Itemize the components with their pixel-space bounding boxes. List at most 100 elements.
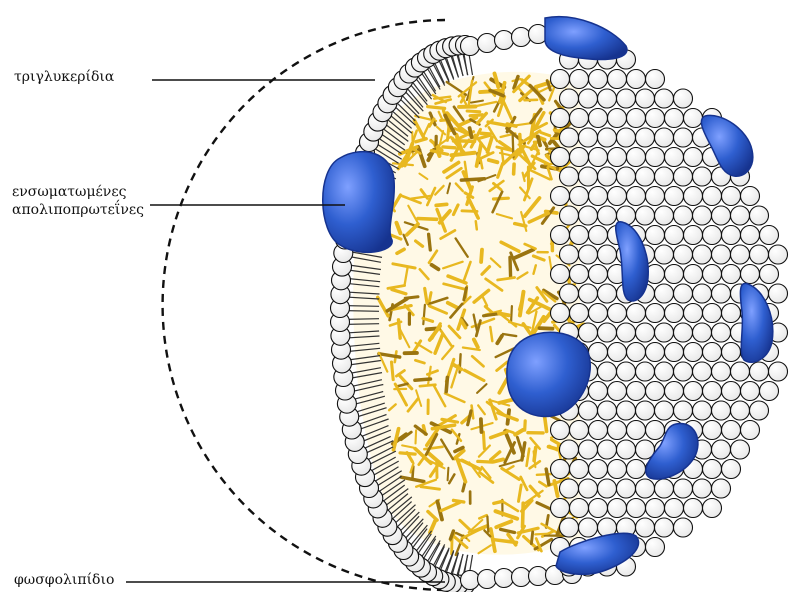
surface-phospholipid-head	[608, 421, 627, 440]
surface-phospholipid-head	[693, 362, 712, 381]
surface-phospholipid-head	[598, 479, 617, 498]
phospholipid-head	[512, 568, 531, 587]
surface-phospholipid-head	[655, 206, 674, 225]
surface-phospholipid-head	[551, 148, 570, 167]
surface-phospholipid-head	[750, 362, 769, 381]
surface-phospholipid-head	[579, 440, 598, 459]
surface-phospholipid-head	[589, 304, 608, 323]
surface-phospholipid-head	[693, 479, 712, 498]
surface-phospholipid-head	[693, 167, 712, 186]
surface-phospholipid-head	[731, 401, 750, 420]
surface-phospholipid-head	[579, 167, 598, 186]
fatty-acid-chain	[502, 150, 504, 163]
surface-phospholipid-head	[627, 304, 646, 323]
surface-phospholipid-head	[589, 382, 608, 401]
surface-phospholipid-head	[570, 499, 589, 518]
surface-phospholipid-head	[655, 401, 674, 420]
apolipoproteins-label: ενσωματωμένες απολιποπρωτεΐνες	[12, 183, 144, 219]
surface-phospholipid-head	[750, 245, 769, 264]
surface-phospholipid-head	[627, 343, 646, 362]
surface-phospholipid-head	[608, 499, 627, 518]
surface-phospholipid-head	[703, 304, 722, 323]
surface-phospholipid-head	[684, 382, 703, 401]
surface-phospholipid-head	[655, 518, 674, 537]
surface-phospholipid-head	[551, 226, 570, 245]
surface-phospholipid-head	[646, 70, 665, 89]
surface-phospholipid-head	[570, 304, 589, 323]
surface-phospholipid-head	[655, 128, 674, 147]
surface-phospholipid-head	[627, 421, 646, 440]
surface-phospholipid-head	[665, 343, 684, 362]
fatty-acid-chain	[470, 128, 472, 137]
fatty-acid-chain	[481, 250, 482, 262]
fatty-acid-chain	[415, 379, 431, 380]
surface-phospholipid-head	[570, 421, 589, 440]
surface-phospholipid-head	[598, 362, 617, 381]
apolipoprotein-left	[323, 152, 395, 253]
surface-phospholipid-head	[636, 479, 655, 498]
fatty-acid-chain	[463, 482, 465, 491]
surface-phospholipid-head	[608, 109, 627, 128]
surface-phospholipid-head	[551, 109, 570, 128]
surface-phospholipid-head	[551, 460, 570, 479]
fatty-acid-chain	[523, 503, 524, 527]
surface-phospholipid-head	[636, 518, 655, 537]
surface-phospholipid-head	[570, 460, 589, 479]
surface-phospholipid-head	[589, 343, 608, 362]
surface-phospholipid-head	[636, 401, 655, 420]
fatty-acid-chain	[525, 421, 526, 430]
surface-phospholipid-head	[560, 89, 579, 108]
surface-phospholipid-head	[655, 479, 674, 498]
surface-phospholipid-head	[655, 323, 674, 342]
surface-phospholipid-head	[674, 128, 693, 147]
surface-phospholipid-head	[655, 284, 674, 303]
fatty-acid-chain	[514, 164, 515, 174]
surface-phospholipid-head	[551, 70, 570, 89]
surface-phospholipid-head	[731, 206, 750, 225]
fatty-acid-chain	[511, 306, 512, 321]
fatty-acid-chain	[400, 453, 415, 454]
fatty-acid-chain	[476, 221, 477, 229]
apolipoprotein-top	[545, 17, 627, 60]
fatty-acid-chain	[425, 288, 427, 303]
phospholipid-head	[495, 31, 514, 50]
surface-phospholipid-head	[560, 518, 579, 537]
surface-phospholipid-head	[760, 382, 779, 401]
surface-phospholipid-head	[646, 343, 665, 362]
phospholipid-head	[478, 570, 497, 589]
surface-phospholipid-head	[684, 343, 703, 362]
fatty-acid-chain	[481, 419, 482, 432]
surface-phospholipid-head	[589, 70, 608, 89]
surface-phospholipid-head	[627, 148, 646, 167]
surface-phospholipid-head	[560, 245, 579, 264]
surface-phospholipid-head	[741, 265, 760, 284]
fatty-acid-chain	[534, 448, 536, 461]
surface-phospholipid-head	[579, 323, 598, 342]
surface-phospholipid-head	[570, 187, 589, 206]
surface-phospholipid-head	[560, 479, 579, 498]
surface-phospholipid-head	[769, 245, 788, 264]
surface-phospholipid-head	[560, 440, 579, 459]
surface-phospholipid-head	[684, 265, 703, 284]
surface-phospholipid-head	[617, 128, 636, 147]
fatty-acid-chain	[451, 153, 474, 156]
fatty-acid-chain	[446, 377, 447, 391]
surface-phospholipid-head	[589, 265, 608, 284]
surface-phospholipid-head	[665, 265, 684, 284]
surface-phospholipid-head	[684, 148, 703, 167]
fatty-acid-chain	[448, 468, 449, 481]
surface-phospholipid-head	[646, 226, 665, 245]
fatty-acid-chain	[487, 517, 488, 532]
surface-phospholipid-head	[712, 284, 731, 303]
fatty-acid-chain	[494, 459, 503, 461]
surface-phospholipid-head	[598, 323, 617, 342]
surface-phospholipid-head	[712, 479, 731, 498]
surface-phospholipid-head	[646, 187, 665, 206]
surface-phospholipid-head	[570, 70, 589, 89]
surface-phospholipid-head	[703, 187, 722, 206]
surface-phospholipid-head	[579, 206, 598, 225]
surface-phospholipid-head	[579, 284, 598, 303]
surface-phospholipid-head	[551, 499, 570, 518]
fatty-acid-chain	[470, 115, 482, 116]
surface-phospholipid-head	[646, 421, 665, 440]
